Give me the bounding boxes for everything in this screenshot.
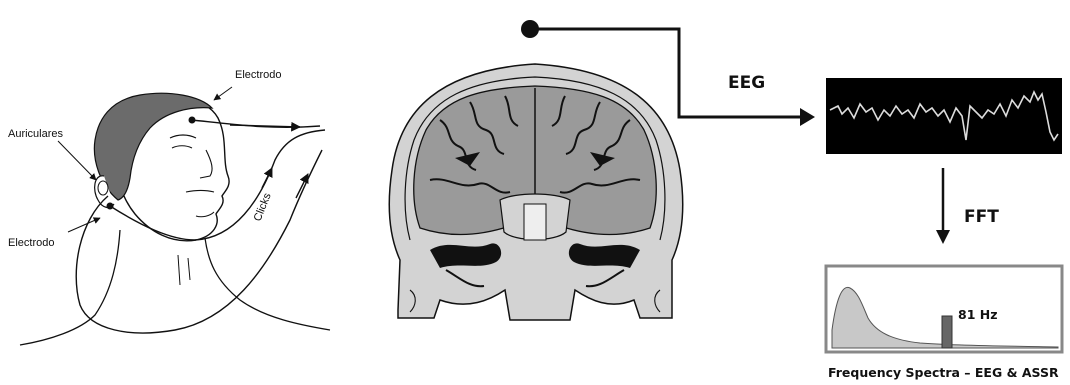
arrow-icon [800,108,815,126]
peak-bar-81hz [942,316,952,348]
label-clicks: Clicks [252,191,274,223]
arrow-icon [936,230,950,244]
eeg-trace-box [826,78,1062,154]
label-peak-81hz: 81 Hz [958,307,997,322]
fft-arrow [936,168,950,244]
label-eeg: EEG [728,73,765,93]
label-electrode-top: Electrodo [235,69,281,81]
head-illustration [20,87,330,345]
label-electrode-bottom: Electrodo [8,237,54,249]
frequency-spectrum-box [826,266,1062,352]
brain-coronal-section [389,64,683,320]
spectrum-caption: Frequency Spectra – EEG & ASSR [828,365,1059,380]
label-headphones: Auriculares [8,128,64,140]
label-fft: FFT [964,207,999,227]
